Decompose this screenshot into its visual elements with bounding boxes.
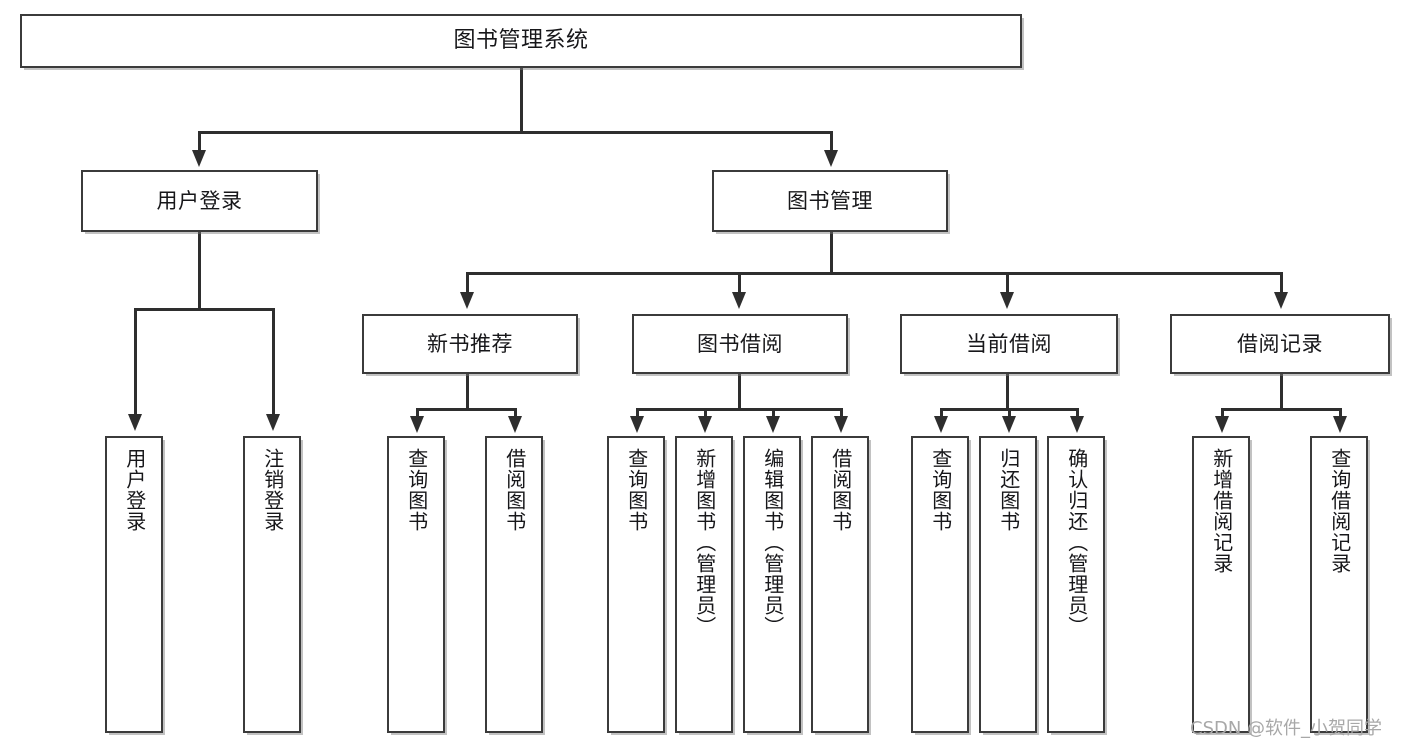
node-current-borrow[interactable]: 当前借阅 <box>900 314 1118 374</box>
connector-user-login-bus <box>134 308 274 311</box>
connector-current-borrow-stem <box>1006 374 1009 410</box>
arrow-to-borrow-record <box>1274 292 1288 309</box>
node-label: 新增图书（管理员） <box>692 448 717 637</box>
arrow-current-borrow-leaf-3 <box>1070 416 1084 433</box>
node-label: 图书管理 <box>787 188 873 213</box>
leaf-bookborrow-borrow-book[interactable]: 借阅图书 <box>811 436 869 733</box>
connector-book-borrow-drop-2 <box>704 408 707 418</box>
leaf-currentborrow-confirm-return-admin[interactable]: 确认归还（管理员） <box>1047 436 1105 733</box>
node-user-login[interactable]: 用户登录 <box>81 170 318 232</box>
connector-current-borrow-drop-3 <box>1076 408 1079 418</box>
node-label: 新书推荐 <box>427 331 513 356</box>
arrow-root-to-book-mgmt <box>824 150 838 167</box>
node-label: 用户登录 <box>156 188 243 213</box>
connector-root-bus <box>198 131 832 134</box>
connector-root-stem <box>520 68 523 132</box>
connector-borrow-record-stem <box>1280 374 1283 410</box>
connector-book-borrow-drop-3 <box>772 408 775 418</box>
connector-book-mgmt-bus <box>466 272 1282 275</box>
connector-book-mgmt-drop-3 <box>1006 272 1009 294</box>
connector-borrow-record-drop-1 <box>1221 408 1224 418</box>
connector-user-login-drop-1 <box>134 308 137 416</box>
node-label: 归还图书 <box>996 448 1021 532</box>
connector-book-borrow-bus <box>636 408 842 411</box>
connector-user-login-stem <box>198 232 201 309</box>
connector-new-book-drop-2 <box>514 408 517 418</box>
arrow-borrow-record-leaf-1 <box>1215 416 1229 433</box>
connector-new-book-stem <box>466 374 469 410</box>
connector-new-book-drop-1 <box>416 408 419 418</box>
connector-current-borrow-drop-1 <box>940 408 943 418</box>
node-label: 借阅图书 <box>502 448 527 532</box>
arrow-root-to-user-login <box>192 150 206 167</box>
node-root-book-management-system[interactable]: 图书管理系统 <box>20 14 1022 68</box>
node-label: 查询图书 <box>404 448 429 532</box>
node-label: 用户登录 <box>122 448 147 532</box>
arrow-to-current-borrow <box>1000 292 1014 309</box>
node-book-borrow[interactable]: 图书借阅 <box>632 314 848 374</box>
leaf-user-login[interactable]: 用户登录 <box>105 436 163 733</box>
arrow-to-new-book <box>460 292 474 309</box>
connector-borrow-record-drop-2 <box>1339 408 1342 418</box>
arrow-new-book-leaf-1 <box>410 416 424 433</box>
connector-book-mgmt-stem <box>830 232 833 274</box>
connector-borrow-record-bus <box>1221 408 1341 411</box>
arrow-book-borrow-leaf-3 <box>766 416 780 433</box>
leaf-borrowrecord-add-record[interactable]: 新增借阅记录 <box>1192 436 1250 733</box>
arrow-book-borrow-leaf-4 <box>834 416 848 433</box>
node-label: 图书管理系统 <box>453 28 589 54</box>
leaf-borrowrecord-query-record[interactable]: 查询借阅记录 <box>1310 436 1368 733</box>
connector-book-mgmt-drop-4 <box>1280 272 1283 294</box>
node-label: 借阅记录 <box>1237 331 1323 356</box>
leaf-newbook-borrow-book[interactable]: 借阅图书 <box>485 436 543 733</box>
connector-book-mgmt-drop-1 <box>466 272 469 294</box>
node-new-book-recommend[interactable]: 新书推荐 <box>362 314 578 374</box>
connector-root-to-book-mgmt <box>830 131 833 153</box>
connector-book-borrow-drop-4 <box>840 408 843 418</box>
arrow-new-book-leaf-2 <box>508 416 522 433</box>
leaf-bookborrow-query-book[interactable]: 查询图书 <box>607 436 665 733</box>
arrow-user-login-leaf-1 <box>128 414 142 431</box>
node-label: 查询图书 <box>624 448 649 532</box>
leaf-currentborrow-return-book[interactable]: 归还图书 <box>979 436 1037 733</box>
arrow-current-borrow-leaf-2 <box>1002 416 1016 433</box>
node-label: 确认归还（管理员） <box>1064 448 1089 637</box>
arrow-book-borrow-leaf-1 <box>630 416 644 433</box>
node-borrow-record[interactable]: 借阅记录 <box>1170 314 1390 374</box>
node-label: 借阅图书 <box>828 448 853 532</box>
node-label: 查询图书 <box>928 448 953 532</box>
node-label: 注销登录 <box>260 448 285 532</box>
connector-current-borrow-drop-2 <box>1008 408 1011 418</box>
leaf-bookborrow-edit-book-admin[interactable]: 编辑图书（管理员） <box>743 436 801 733</box>
connector-new-book-bus <box>416 408 516 411</box>
arrow-to-book-borrow <box>732 292 746 309</box>
arrow-book-borrow-leaf-2 <box>698 416 712 433</box>
connector-root-to-user-login <box>198 131 201 153</box>
node-label: 当前借阅 <box>966 331 1052 356</box>
leaf-newbook-query-book[interactable]: 查询图书 <box>387 436 445 733</box>
arrow-user-login-leaf-2 <box>266 414 280 431</box>
connector-book-mgmt-drop-2 <box>738 272 741 294</box>
leaf-bookborrow-add-book-admin[interactable]: 新增图书（管理员） <box>675 436 733 733</box>
watermark-text: CSDN @软件_小贺同学 <box>1190 718 1383 739</box>
connector-user-login-drop-2 <box>272 308 275 416</box>
node-label: 图书借阅 <box>697 331 783 356</box>
connector-book-borrow-drop-1 <box>636 408 639 418</box>
leaf-logout[interactable]: 注销登录 <box>243 436 301 733</box>
arrow-current-borrow-leaf-1 <box>934 416 948 433</box>
node-label: 查询借阅记录 <box>1327 448 1352 574</box>
arrow-borrow-record-leaf-2 <box>1333 416 1347 433</box>
connector-book-borrow-stem <box>738 374 741 410</box>
node-label: 新增借阅记录 <box>1209 448 1234 574</box>
node-label: 编辑图书（管理员） <box>760 448 785 637</box>
node-book-management[interactable]: 图书管理 <box>712 170 948 232</box>
leaf-currentborrow-query-book[interactable]: 查询图书 <box>911 436 969 733</box>
